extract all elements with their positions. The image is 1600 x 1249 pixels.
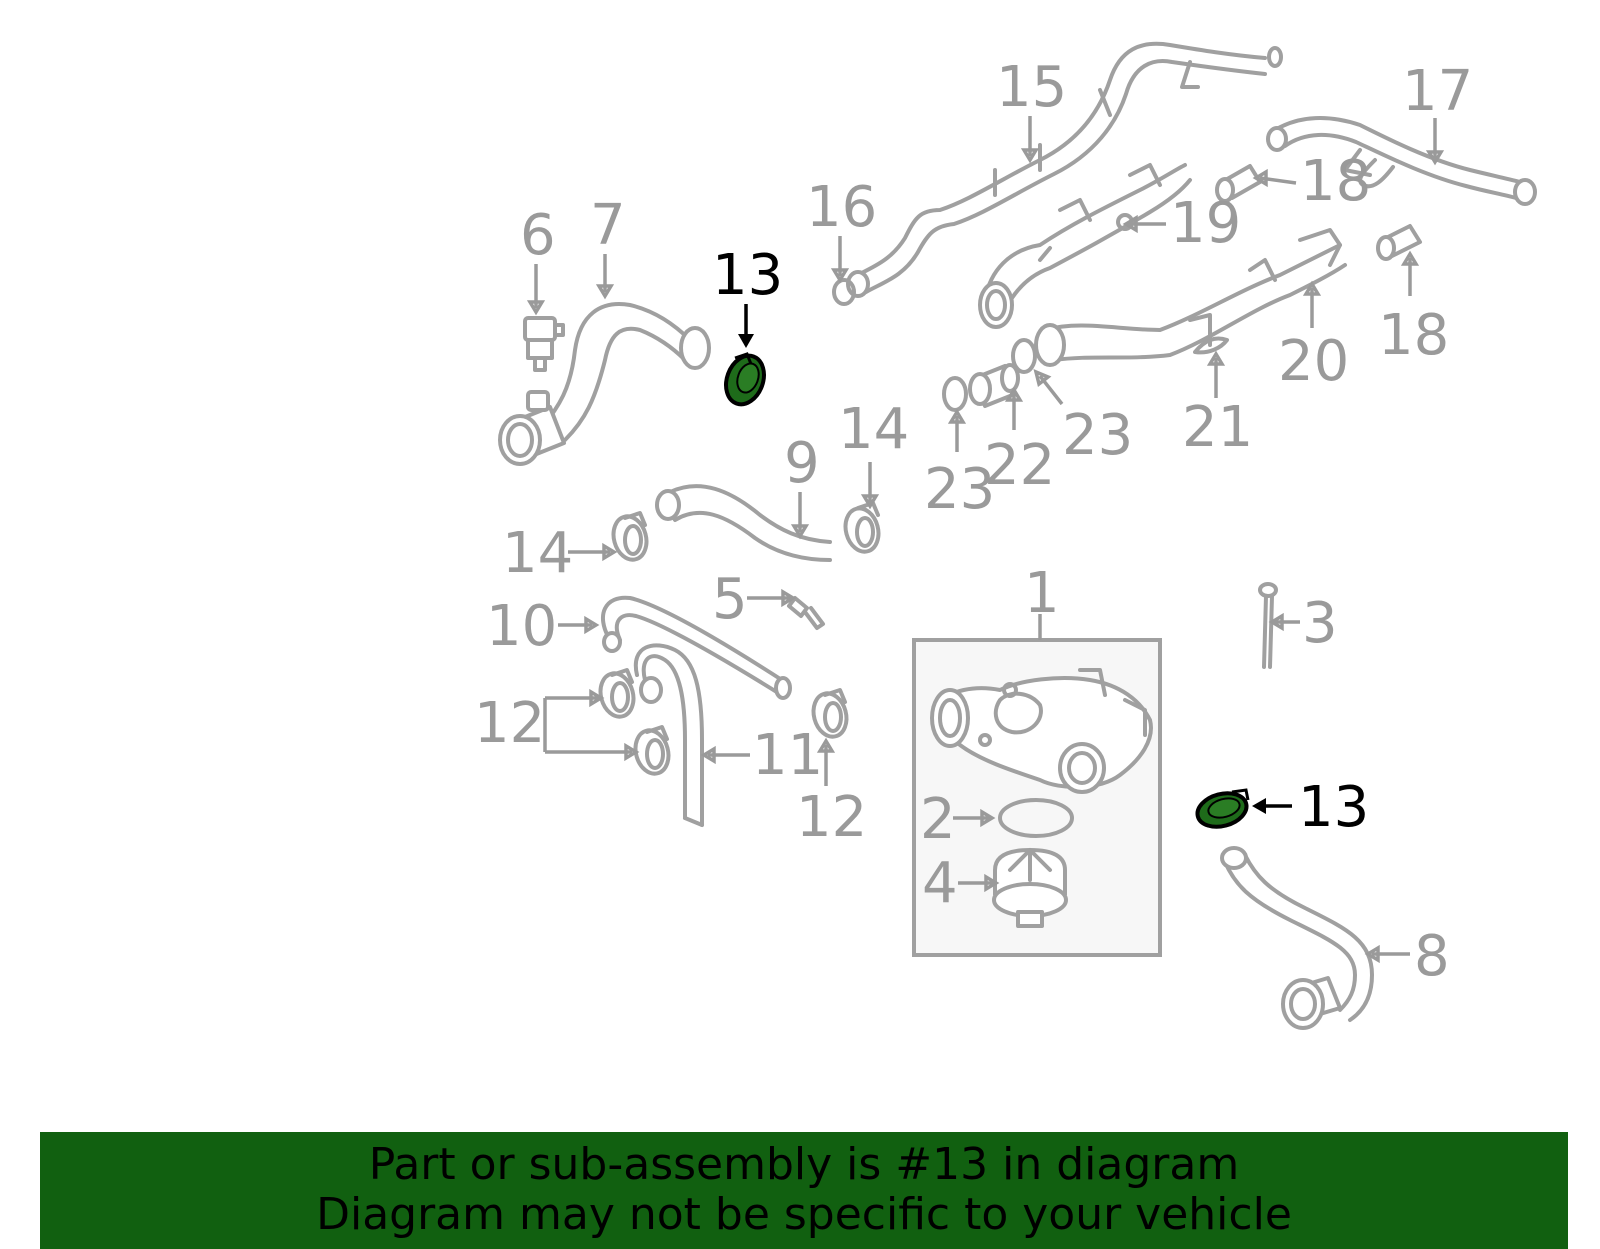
callout-5[interactable]: 5	[712, 567, 748, 632]
callout-23-right[interactable]: 23	[1062, 403, 1133, 468]
callout-8[interactable]: 8	[1414, 924, 1450, 989]
part-16-o-ring[interactable]	[832, 278, 856, 306]
part-23-o-ring-left[interactable]	[942, 376, 968, 412]
callout-20[interactable]: 20	[1278, 329, 1349, 394]
callout-23-left[interactable]: 23	[924, 457, 995, 522]
callout-18-upper[interactable]: 18	[1300, 149, 1371, 214]
callout-17[interactable]: 17	[1402, 59, 1473, 124]
part-22-connector[interactable]	[968, 363, 1020, 408]
callout-labels: 1 2 3 4 5 6 7 8 9 10 11 12 12 13 13 14 1…	[474, 55, 1473, 989]
part-14-hose-clamp-left[interactable]	[609, 511, 651, 564]
callout-12-bottom[interactable]: 12	[796, 785, 867, 850]
info-banner: Part or sub-assembly is #13 in diagram D…	[40, 1132, 1568, 1249]
callout-7[interactable]: 7	[590, 193, 626, 258]
callout-9[interactable]: 9	[784, 431, 820, 496]
callout-6[interactable]: 6	[520, 203, 556, 268]
part-5-bleeder-screw[interactable]	[787, 596, 825, 630]
callout-15[interactable]: 15	[996, 55, 1067, 120]
part-13-hose-clamp-lower[interactable]	[1194, 788, 1251, 832]
part-4-thermostat[interactable]	[992, 848, 1068, 928]
callout-18-lower[interactable]: 18	[1378, 303, 1449, 368]
callout-1[interactable]: 1	[1024, 561, 1060, 626]
part-11-coolant-hose[interactable]	[633, 643, 704, 827]
part-7-coolant-hose[interactable]	[498, 302, 711, 466]
callout-16[interactable]: 16	[806, 175, 877, 240]
callout-13-lower[interactable]: 13	[1298, 775, 1369, 840]
part-19-water-pipe[interactable]	[978, 163, 1192, 329]
part-8-coolant-hose[interactable]	[1220, 846, 1374, 1030]
part-15-coolant-pipe[interactable]	[846, 41, 1283, 298]
part-21-gasket[interactable]	[1193, 336, 1229, 355]
part-3-bolt[interactable]	[1258, 582, 1278, 669]
part-18-hose-upper[interactable]	[1215, 164, 1262, 203]
leader-lines	[526, 116, 1445, 964]
callout-22[interactable]: 22	[984, 433, 1055, 498]
callout-19[interactable]: 19	[1170, 191, 1241, 256]
callout-11[interactable]: 11	[752, 723, 823, 788]
part-14-hose-clamp-right[interactable]	[841, 501, 883, 555]
banner-line-1: Part or sub-assembly is #13 in diagram	[368, 1139, 1240, 1190]
part-23-o-ring-right[interactable]	[1011, 338, 1037, 374]
callout-21[interactable]: 21	[1182, 395, 1253, 460]
part-17-coolant-pipe[interactable]	[1266, 116, 1537, 206]
part-9-coolant-hose[interactable]	[655, 484, 832, 562]
callout-3[interactable]: 3	[1302, 591, 1338, 656]
part-10-coolant-hose[interactable]	[600, 595, 792, 700]
part-12-hose-clamp-upper[interactable]	[596, 668, 638, 721]
callout-2[interactable]: 2	[920, 787, 956, 852]
callout-4[interactable]: 4	[922, 851, 958, 916]
callout-12-left[interactable]: 12	[474, 691, 545, 756]
part-6-temperature-sensor[interactable]	[523, 316, 565, 372]
callout-14-right[interactable]: 14	[838, 397, 909, 462]
part-2-gasket[interactable]	[998, 798, 1074, 838]
part-12-hose-clamp-right[interactable]	[809, 688, 851, 741]
callout-14-left[interactable]: 14	[502, 521, 573, 586]
part-13-hose-clamp-upper[interactable]	[720, 350, 771, 409]
part-18-hose-lower[interactable]	[1376, 224, 1422, 261]
banner-line-2: Diagram may not be specific to your vehi…	[316, 1189, 1292, 1240]
callout-10[interactable]: 10	[486, 594, 557, 659]
callout-13-upper[interactable]: 13	[712, 243, 783, 308]
part-12-hose-clamp-lower[interactable]	[631, 725, 673, 778]
